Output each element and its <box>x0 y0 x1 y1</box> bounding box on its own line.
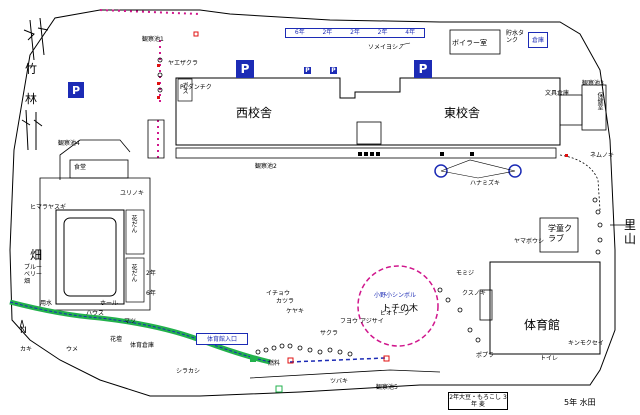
yama-label: 山 <box>624 232 637 246</box>
bamboo-label-2: 林 <box>25 92 38 106</box>
grade-row-cell: 4年 <box>405 29 416 36</box>
house-label: ハウス <box>86 310 105 317</box>
parking-sign-east: P <box>414 60 432 78</box>
tree-label: ウメ <box>66 346 79 353</box>
symbol-tree-label: 小野小シンボル <box>374 292 417 299</box>
flowerbed-label-2: 花だん <box>130 264 137 282</box>
pond-label-5: 観察池5 <box>376 384 398 391</box>
tree-label: ユリノキ <box>120 190 145 197</box>
gym-label: 体育館 <box>524 318 561 332</box>
stationery-label: 文具倉庫 <box>545 90 570 97</box>
shokudo-label: 食堂 <box>74 164 87 171</box>
taiikusouko-label: 体育倉庫 <box>130 342 155 349</box>
tree-label: クスノキ <box>462 290 486 297</box>
tree-label: ポプラ <box>476 352 495 359</box>
yousui-label: 用水 <box>40 300 53 307</box>
pink-fence-top <box>99 9 201 15</box>
sato-label: 里 <box>624 218 637 232</box>
tree-label: ケヤキ <box>286 308 305 315</box>
east-building-label: 東校舎 <box>444 106 481 120</box>
north-label: N <box>20 326 27 336</box>
hall-label: ホール <box>100 300 119 307</box>
tree-label: イチョウ <box>266 290 291 297</box>
pond-label-4: 観察池4 <box>58 140 80 147</box>
tree-label: ツバキ <box>330 378 349 385</box>
tree-label: ネムノキ <box>590 152 615 159</box>
bamboo-label-1: 竹 <box>25 62 38 76</box>
tochinoki-label: トチの木 <box>382 304 419 314</box>
tree-label: モミジ <box>456 270 475 277</box>
tree-label: カツラ <box>276 298 295 305</box>
parking-sign-small-1: P <box>304 67 311 74</box>
parking-sign-small-2: P <box>330 67 337 74</box>
boiler-room-label: ボイラー室 <box>452 39 487 47</box>
tree-label: ヒマラヤスギ <box>30 204 67 211</box>
gakudo-label: 学童クラブ <box>548 224 572 243</box>
fuel-label: 燃料 <box>268 360 281 367</box>
grade-row-cell: 2年 <box>350 29 360 36</box>
kadan-bottom-label: 花壇 <box>110 336 123 343</box>
grade-row-cell: 2年 <box>322 29 333 36</box>
school-boundary <box>9 9 616 397</box>
west-building-label: 西校舎 <box>236 106 273 120</box>
tree-label: アジサイ <box>360 318 384 325</box>
gas-label: ガス <box>181 82 188 94</box>
grade-row-cell: 2年 <box>377 29 388 36</box>
parking-sign-left: P <box>68 82 84 98</box>
gym-outline <box>489 261 601 355</box>
tree-label: サクラ <box>320 330 339 337</box>
pond-label-3: 観察池3 <box>582 80 604 87</box>
tree-label: ソメイヨシノ <box>368 44 405 51</box>
grade6-label: 6年 <box>146 290 156 297</box>
pool-outline <box>55 209 125 305</box>
water-tank-label: 貯水タンク <box>506 30 525 44</box>
tree-label: フヨウ <box>340 318 359 325</box>
tree-label: シラカシ <box>176 368 201 375</box>
farm-bottom-box: 2年大豆・もろこし 3年 麦 <box>448 392 508 410</box>
grade-row: 6年 2年 2年 2年 4年 <box>285 28 425 38</box>
tree-label: ビオトープ <box>380 310 410 317</box>
pond-label-1: 観察池1 <box>142 36 164 43</box>
field-label: 畑 <box>30 248 43 262</box>
tree-label: ヤエザクラ <box>168 60 199 67</box>
pond-label-2: 観察池2 <box>255 163 277 170</box>
storage-label: 倉庫 <box>528 32 548 48</box>
gym-sign: 体育館入口 <box>196 333 248 345</box>
tree-label: キンモクセイ <box>568 340 604 347</box>
blueberry-label: ブルーベリー畑 <box>24 264 43 285</box>
grade2-label: 2年 <box>146 270 156 277</box>
parking-sign-west: P <box>236 60 254 78</box>
tree-label: ヤマボウシ <box>514 238 545 245</box>
tree-label: カキ <box>20 346 33 353</box>
toilet-label: トイレ <box>540 355 559 362</box>
flowerbed-label-1: 花だん <box>130 215 137 233</box>
grade-row-cell: 6年 <box>294 29 305 36</box>
rice-field-label: 5年 水田 <box>564 398 596 407</box>
corridor-label: PCダンチク <box>180 84 212 91</box>
tree-label: マツ <box>124 318 137 325</box>
symbol-tree-circle <box>357 265 439 347</box>
tree-label: ハナミズキ <box>470 180 501 187</box>
school-building-outline <box>175 77 561 146</box>
health-room-label: 保健室 <box>596 92 603 110</box>
